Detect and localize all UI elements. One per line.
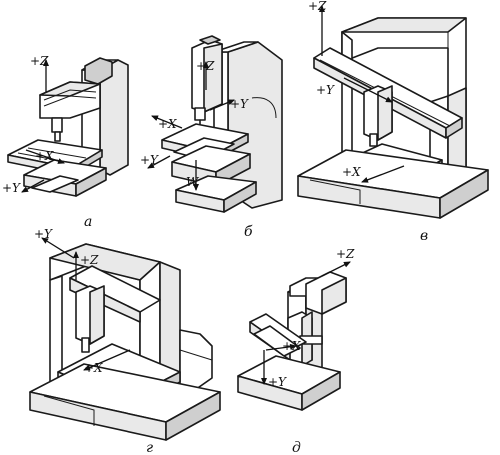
axis-label-a-z: +Z xyxy=(30,54,49,68)
diagram-a: +Z +X +Y а xyxy=(2,54,129,230)
axis-label-g-y: +Y xyxy=(34,227,53,241)
diagram-g: +Y +Z +X г xyxy=(29,227,221,455)
axis-label-b-z: +Z xyxy=(196,59,215,73)
axis-label-d-z: +Z xyxy=(336,247,355,261)
caption-a: а xyxy=(84,214,92,230)
axis-label-b-y-upper: +Y xyxy=(230,97,249,111)
axis-label-d-x: +X xyxy=(282,339,301,353)
caption-g: г xyxy=(146,440,153,455)
axis-label-v-x: +X xyxy=(342,165,361,179)
diagram-v: +Z +Y +X в xyxy=(297,0,489,244)
axis-label-v-y: +Y xyxy=(316,83,335,97)
axis-label-g-z: +Z xyxy=(80,253,99,267)
axis-label-g-x: +X xyxy=(84,361,103,375)
axis-label-a-y: +Y xyxy=(2,181,21,195)
axis-label-a-x: +X xyxy=(35,149,54,163)
axis-label-d-y: +Y xyxy=(268,375,287,389)
axis-label-b-y-lower: +Y xyxy=(140,153,159,167)
axis-label-v-z: +Z xyxy=(308,0,327,13)
diagram-b: +Z +X +Y +Y W б xyxy=(140,35,283,240)
caption-v: в xyxy=(420,228,428,244)
caption-d: д xyxy=(292,440,301,455)
caption-b: б xyxy=(244,224,253,240)
diagram-d: +Z +X +Y д xyxy=(237,247,355,455)
axis-label-b-x: +X xyxy=(158,117,177,131)
axis-label-b-w: W xyxy=(186,175,200,189)
